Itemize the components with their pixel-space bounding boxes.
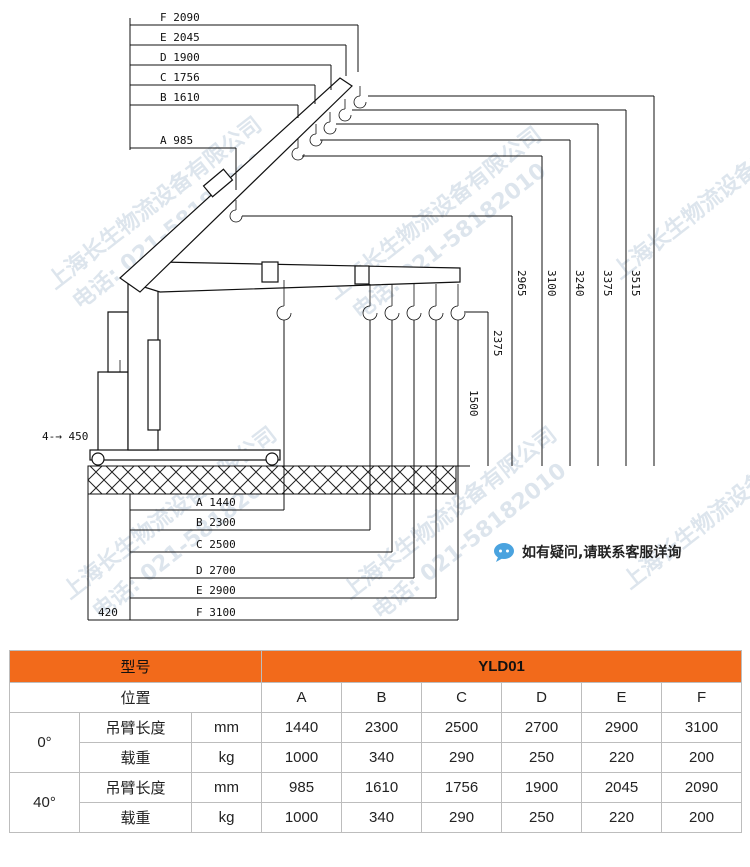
svg-text:上海长生物流设备有限公司: 上海长生物流设备有限公司 (58, 422, 282, 605)
help-text: 如有疑问,请联系客服详询 (522, 545, 682, 561)
position-cell: D (501, 682, 583, 713)
dim-label-c-top: C 1756 (160, 71, 200, 84)
value-cell: 2700 (501, 712, 583, 743)
height-label-3375: 3375 (601, 270, 614, 297)
value-cell: 1000 (261, 742, 343, 773)
value-cell: 250 (501, 802, 583, 833)
angle-cell: 40° (9, 772, 80, 833)
value-cell: 3100 (661, 712, 743, 743)
angle-cell: 0° (9, 712, 80, 773)
value-cell: 2300 (341, 712, 423, 743)
model-label: 型号 (8, 650, 263, 683)
position-cell: F (661, 682, 743, 713)
table-row: 40° 吊臂长度 mm 985 1610 1756 1900 2045 2090 (9, 772, 743, 833)
value-cell: 1000 (261, 802, 343, 833)
crane-dimension-drawing: 上海长生物流设备有限公司 电话: 021-58182010 上海长生物流设备有限… (42, 11, 750, 625)
position-cell: B (341, 682, 423, 713)
crane-body (89, 279, 281, 466)
value-cell: 250 (501, 742, 583, 773)
dim-label-e-top: E 2045 (160, 31, 200, 44)
value-cell: 200 (661, 742, 743, 773)
dim-label-f-bottom: F 3100 (196, 606, 236, 619)
height-label-3240: 3240 (573, 270, 586, 297)
height-label-2965: 2965 (515, 270, 528, 297)
value-cell: 1900 (501, 772, 583, 803)
unit-cell: mm (190, 712, 263, 743)
table-header-row: 型号 YLD01 (8, 650, 743, 683)
unit-cell: mm (190, 772, 263, 803)
dim-label-leg: 4-→ 450 (42, 430, 88, 443)
unit-cell: kg (190, 802, 263, 833)
top-dimensions: F 2090 E 2045 D 1900 C 1756 B 1610 A 985 (129, 11, 359, 190)
chat-bubble-icon (494, 543, 514, 562)
dim-label-a-bottom: A 1440 (196, 496, 236, 509)
height-label-3515: 3515 (629, 270, 642, 297)
value-cell: 290 (421, 802, 503, 833)
value-cell: 2045 (581, 772, 663, 803)
dim-label-b-top: B 1610 (160, 91, 200, 104)
height-label-2375: 2375 (491, 330, 504, 357)
position-cell: C (421, 682, 503, 713)
dim-label-c-bottom: C 2500 (196, 538, 236, 551)
value-cell: 985 (261, 772, 343, 803)
position-label: 位置 (8, 682, 263, 713)
value-cell: 340 (341, 802, 423, 833)
dim-label-a-top: A 985 (160, 134, 193, 147)
param-cell: 吊臂长度 (79, 712, 192, 743)
value-cell: 1440 (261, 712, 343, 743)
hook-icon (276, 280, 466, 321)
height-label-3100: 3100 (545, 270, 558, 297)
height-label-1500: 1500 (467, 390, 480, 417)
hook-icon (229, 86, 367, 223)
value-cell: 2900 (581, 712, 663, 743)
table-row: 位置 A B C D E F (8, 682, 743, 713)
unit-cell: kg (190, 742, 263, 773)
dim-label-e-bottom: E 2900 (196, 584, 236, 597)
value-cell: 1756 (421, 772, 503, 803)
value-cell: 200 (661, 802, 743, 833)
value-cell: 2090 (661, 772, 743, 803)
dim-label-d-top: D 1900 (160, 51, 200, 64)
spec-table: 型号 YLD01 位置 A B C D E F 0° 吊臂长度 mm 1440 … (8, 650, 743, 833)
value-cell: 340 (341, 742, 423, 773)
value-cell: 2500 (421, 712, 503, 743)
param-cell: 吊臂长度 (79, 772, 192, 803)
value-cell: 220 (581, 742, 663, 773)
table-row: 载重 kg 1000 340 290 250 220 200 (10, 802, 743, 833)
position-cell: A (261, 682, 343, 713)
dim-label-d-bottom: D 2700 (196, 564, 236, 577)
ground-hatch (87, 465, 457, 495)
table-row: 载重 kg 1000 340 290 250 220 200 (10, 742, 743, 773)
value-cell: 1610 (341, 772, 423, 803)
svg-text:上海长生物流设备有限公司: 上海长生物流设备有限公司 (338, 422, 562, 605)
value-cell: 220 (581, 802, 663, 833)
dim-label-b-bottom: B 2300 (196, 516, 236, 529)
svg-text:上海长生物流设备有限公司: 上海长生物流设备有限公司 (618, 412, 750, 595)
dim-label-f-top: F 2090 (160, 11, 200, 24)
table-row: 0° 吊臂长度 mm 1440 2300 2500 2700 2900 3100 (9, 712, 743, 773)
value-cell: 290 (421, 742, 503, 773)
height-dimensions: 1500 2375 2965 3100 3240 3375 3515 (242, 95, 655, 466)
dim-label-base: 420 (98, 606, 118, 619)
param-cell: 载重 (79, 742, 192, 773)
svg-text:上海长生物流设备有限公司: 上海长生物流设备有限公司 (608, 102, 750, 285)
model-value: YLD01 (261, 650, 743, 683)
param-cell: 载重 (79, 802, 192, 833)
help-note: 如有疑问,请联系客服详询 (492, 540, 681, 564)
position-cell: E (581, 682, 663, 713)
bottom-dimensions: A 1440 B 2300 C 2500 D 2700 E 2900 F 310… (42, 320, 459, 621)
